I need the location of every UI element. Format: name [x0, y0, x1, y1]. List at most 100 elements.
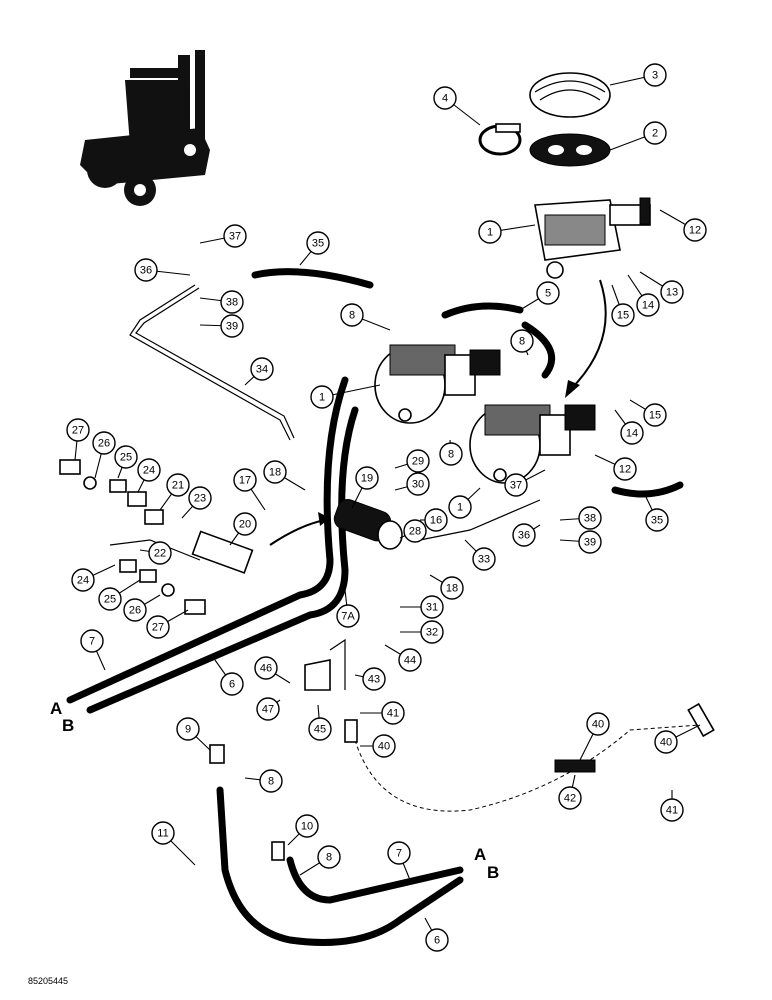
hose-end-b-lower: B — [487, 863, 499, 882]
callout-label: 25 — [120, 452, 132, 464]
callout-28: 28 — [399, 519, 427, 543]
sleeve-40-right — [687, 702, 715, 738]
plug-27-upper — [59, 459, 81, 475]
callout-19: 19 — [351, 466, 379, 509]
plug-27-lower — [184, 599, 206, 615]
callout-35: 35 — [299, 231, 330, 266]
callout-label: 1 — [457, 502, 463, 514]
callout-label: 38 — [226, 297, 238, 309]
callout-label: 18 — [446, 583, 458, 595]
callout-32: 32 — [400, 620, 444, 644]
callout-label: 16 — [430, 515, 442, 527]
fitting-10 — [271, 841, 285, 861]
callout-42: 42 — [558, 774, 582, 810]
callout-label: 21 — [172, 480, 184, 492]
connector-42 — [554, 759, 596, 773]
callout-40: 40 — [654, 724, 701, 754]
piston-24-lower — [119, 559, 137, 573]
callout-15: 15 — [611, 284, 635, 327]
callout-40: 40 — [360, 734, 396, 758]
callout-label: 13 — [666, 287, 678, 299]
callout-label: 15 — [649, 410, 661, 422]
callout-34: 34 — [244, 357, 274, 386]
callout-label: 10 — [301, 821, 313, 833]
callout-2: 2 — [609, 121, 667, 151]
callout-12: 12 — [594, 454, 637, 481]
piston-24-upper — [127, 491, 147, 507]
callout-label: 28 — [409, 526, 421, 538]
callout-21: 21 — [159, 473, 190, 511]
callout-label: 46 — [260, 663, 272, 675]
callout-15: 15 — [629, 399, 667, 427]
piston-21 — [144, 509, 164, 525]
callout-label: 4 — [442, 93, 448, 105]
callout-label: 19 — [361, 473, 373, 485]
callout-label: 23 — [194, 493, 206, 505]
hose-end-b-upper: B — [62, 716, 74, 735]
callout-12: 12 — [659, 209, 707, 242]
callout-10: 10 — [287, 814, 319, 846]
ubolt-43 — [329, 638, 346, 690]
callout-label: 40 — [660, 737, 672, 749]
callout-label: 39 — [226, 321, 238, 333]
callout-18: 18 — [429, 574, 464, 600]
callout-11: 11 — [151, 821, 196, 866]
callout-label: 34 — [256, 364, 268, 376]
hose-end-a-lower: A — [474, 845, 486, 864]
callout-30: 30 — [394, 472, 430, 496]
callout-45: 45 — [308, 704, 332, 741]
callout-label: 11 — [157, 828, 168, 840]
callout-label: 1 — [487, 227, 493, 239]
callout-label: 26 — [98, 438, 110, 450]
callout-26: 26 — [92, 431, 116, 479]
callout-1: 1 — [310, 384, 381, 409]
callout-label: 8 — [448, 449, 454, 461]
callout-25: 25 — [114, 445, 138, 479]
reference-number: 85205445 — [28, 976, 69, 986]
callout-label: 9 — [185, 724, 191, 736]
callout-8: 8 — [439, 439, 463, 466]
callout-label: 41 — [666, 805, 678, 817]
callout-7: 7 — [387, 841, 411, 881]
callout-39: 39 — [559, 530, 602, 554]
callout-label: 35 — [312, 238, 324, 250]
proportioning-valve — [333, 498, 403, 550]
callout-24: 24 — [137, 458, 161, 493]
callout-47: 47 — [256, 697, 281, 721]
hose-bundle-upper — [66, 376, 359, 714]
brake-hose-35-top — [251, 268, 374, 289]
callout-label: 1 — [319, 392, 325, 404]
callout-label: 6 — [434, 935, 440, 947]
sleeve-40-left — [344, 719, 358, 743]
brake-hose-35-right — [611, 481, 684, 498]
callout-label: 40 — [592, 719, 604, 731]
callout-41: 41 — [660, 790, 684, 822]
valve-fitting-20 — [191, 530, 254, 574]
callout-14: 14 — [627, 274, 660, 317]
elbow-9 — [209, 744, 225, 764]
callout-label: 44 — [404, 655, 416, 667]
callout-label: 27 — [152, 622, 164, 634]
callout-1: 1 — [448, 487, 481, 519]
line-22 — [109, 539, 201, 561]
callout-24: 24 — [71, 564, 116, 592]
callout-label: 14 — [626, 428, 638, 440]
brake-line-33 — [419, 499, 541, 541]
callout-label: 41 — [387, 708, 399, 720]
callout-41: 41 — [360, 701, 405, 725]
callout-label: 42 — [564, 793, 576, 805]
callout-46: 46 — [254, 656, 291, 684]
callout-17: 17 — [233, 468, 266, 511]
callout-33: 33 — [464, 539, 496, 571]
callout-7: 7 — [80, 629, 106, 671]
callout-4: 4 — [433, 86, 481, 126]
callout-29: 29 — [394, 449, 430, 473]
callout-label: 38 — [584, 513, 596, 525]
callout-20: 20 — [229, 512, 257, 546]
callout-36: 36 — [512, 523, 541, 547]
callout-label: 8 — [349, 310, 355, 322]
callout-label: 7 — [396, 848, 402, 860]
callout-13: 13 — [639, 271, 684, 304]
reservoir-gasket — [529, 133, 611, 167]
callout-36: 36 — [134, 258, 191, 282]
